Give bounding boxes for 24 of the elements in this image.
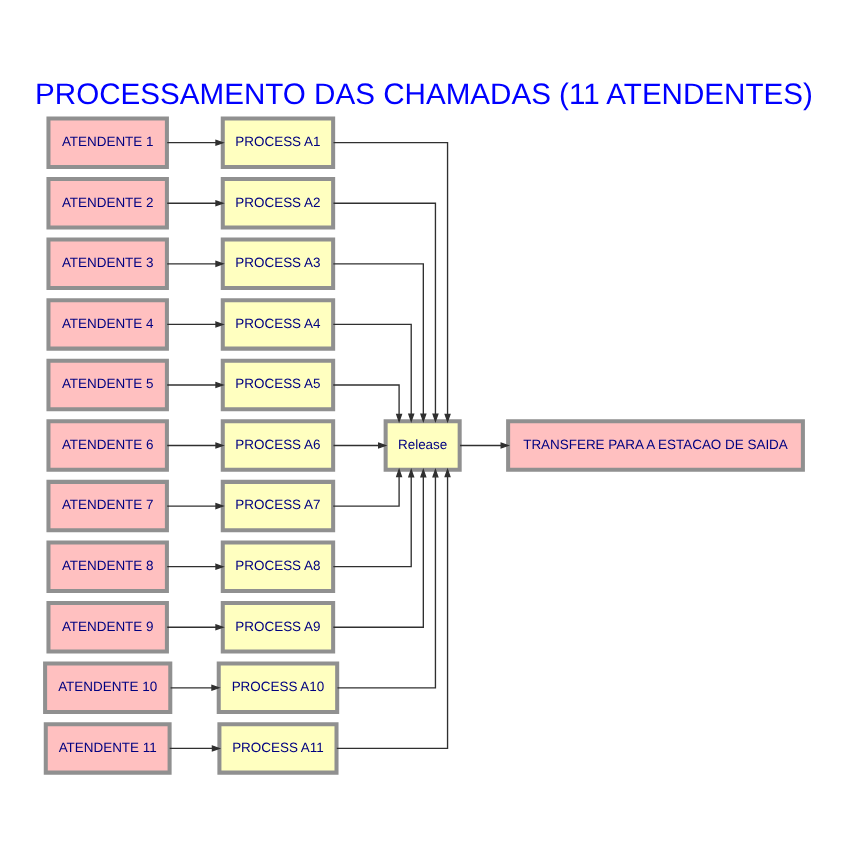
arrow [332,441,388,448]
arrow [459,441,510,448]
diagram-title: PROCESSAMENTO DAS CHAMADAS (11 ATENDENTES) [35,79,813,112]
arrow [166,562,225,569]
arrow [332,383,403,423]
arrow [166,501,225,509]
arrow [332,467,415,567]
arrow [332,466,403,506]
arrow [169,683,221,691]
arrow [166,380,225,388]
arrow [332,322,415,423]
arrow [332,201,439,422]
arrow [336,467,439,688]
arrow [166,138,225,145]
arrow [332,141,451,423]
arrow [336,466,451,749]
arrow [166,198,225,206]
arrow [166,320,225,327]
arrow [168,744,222,751]
arrow [166,259,225,267]
arrow [166,622,225,630]
arrow [166,441,225,448]
arrow [332,467,427,627]
arrow [332,262,427,423]
